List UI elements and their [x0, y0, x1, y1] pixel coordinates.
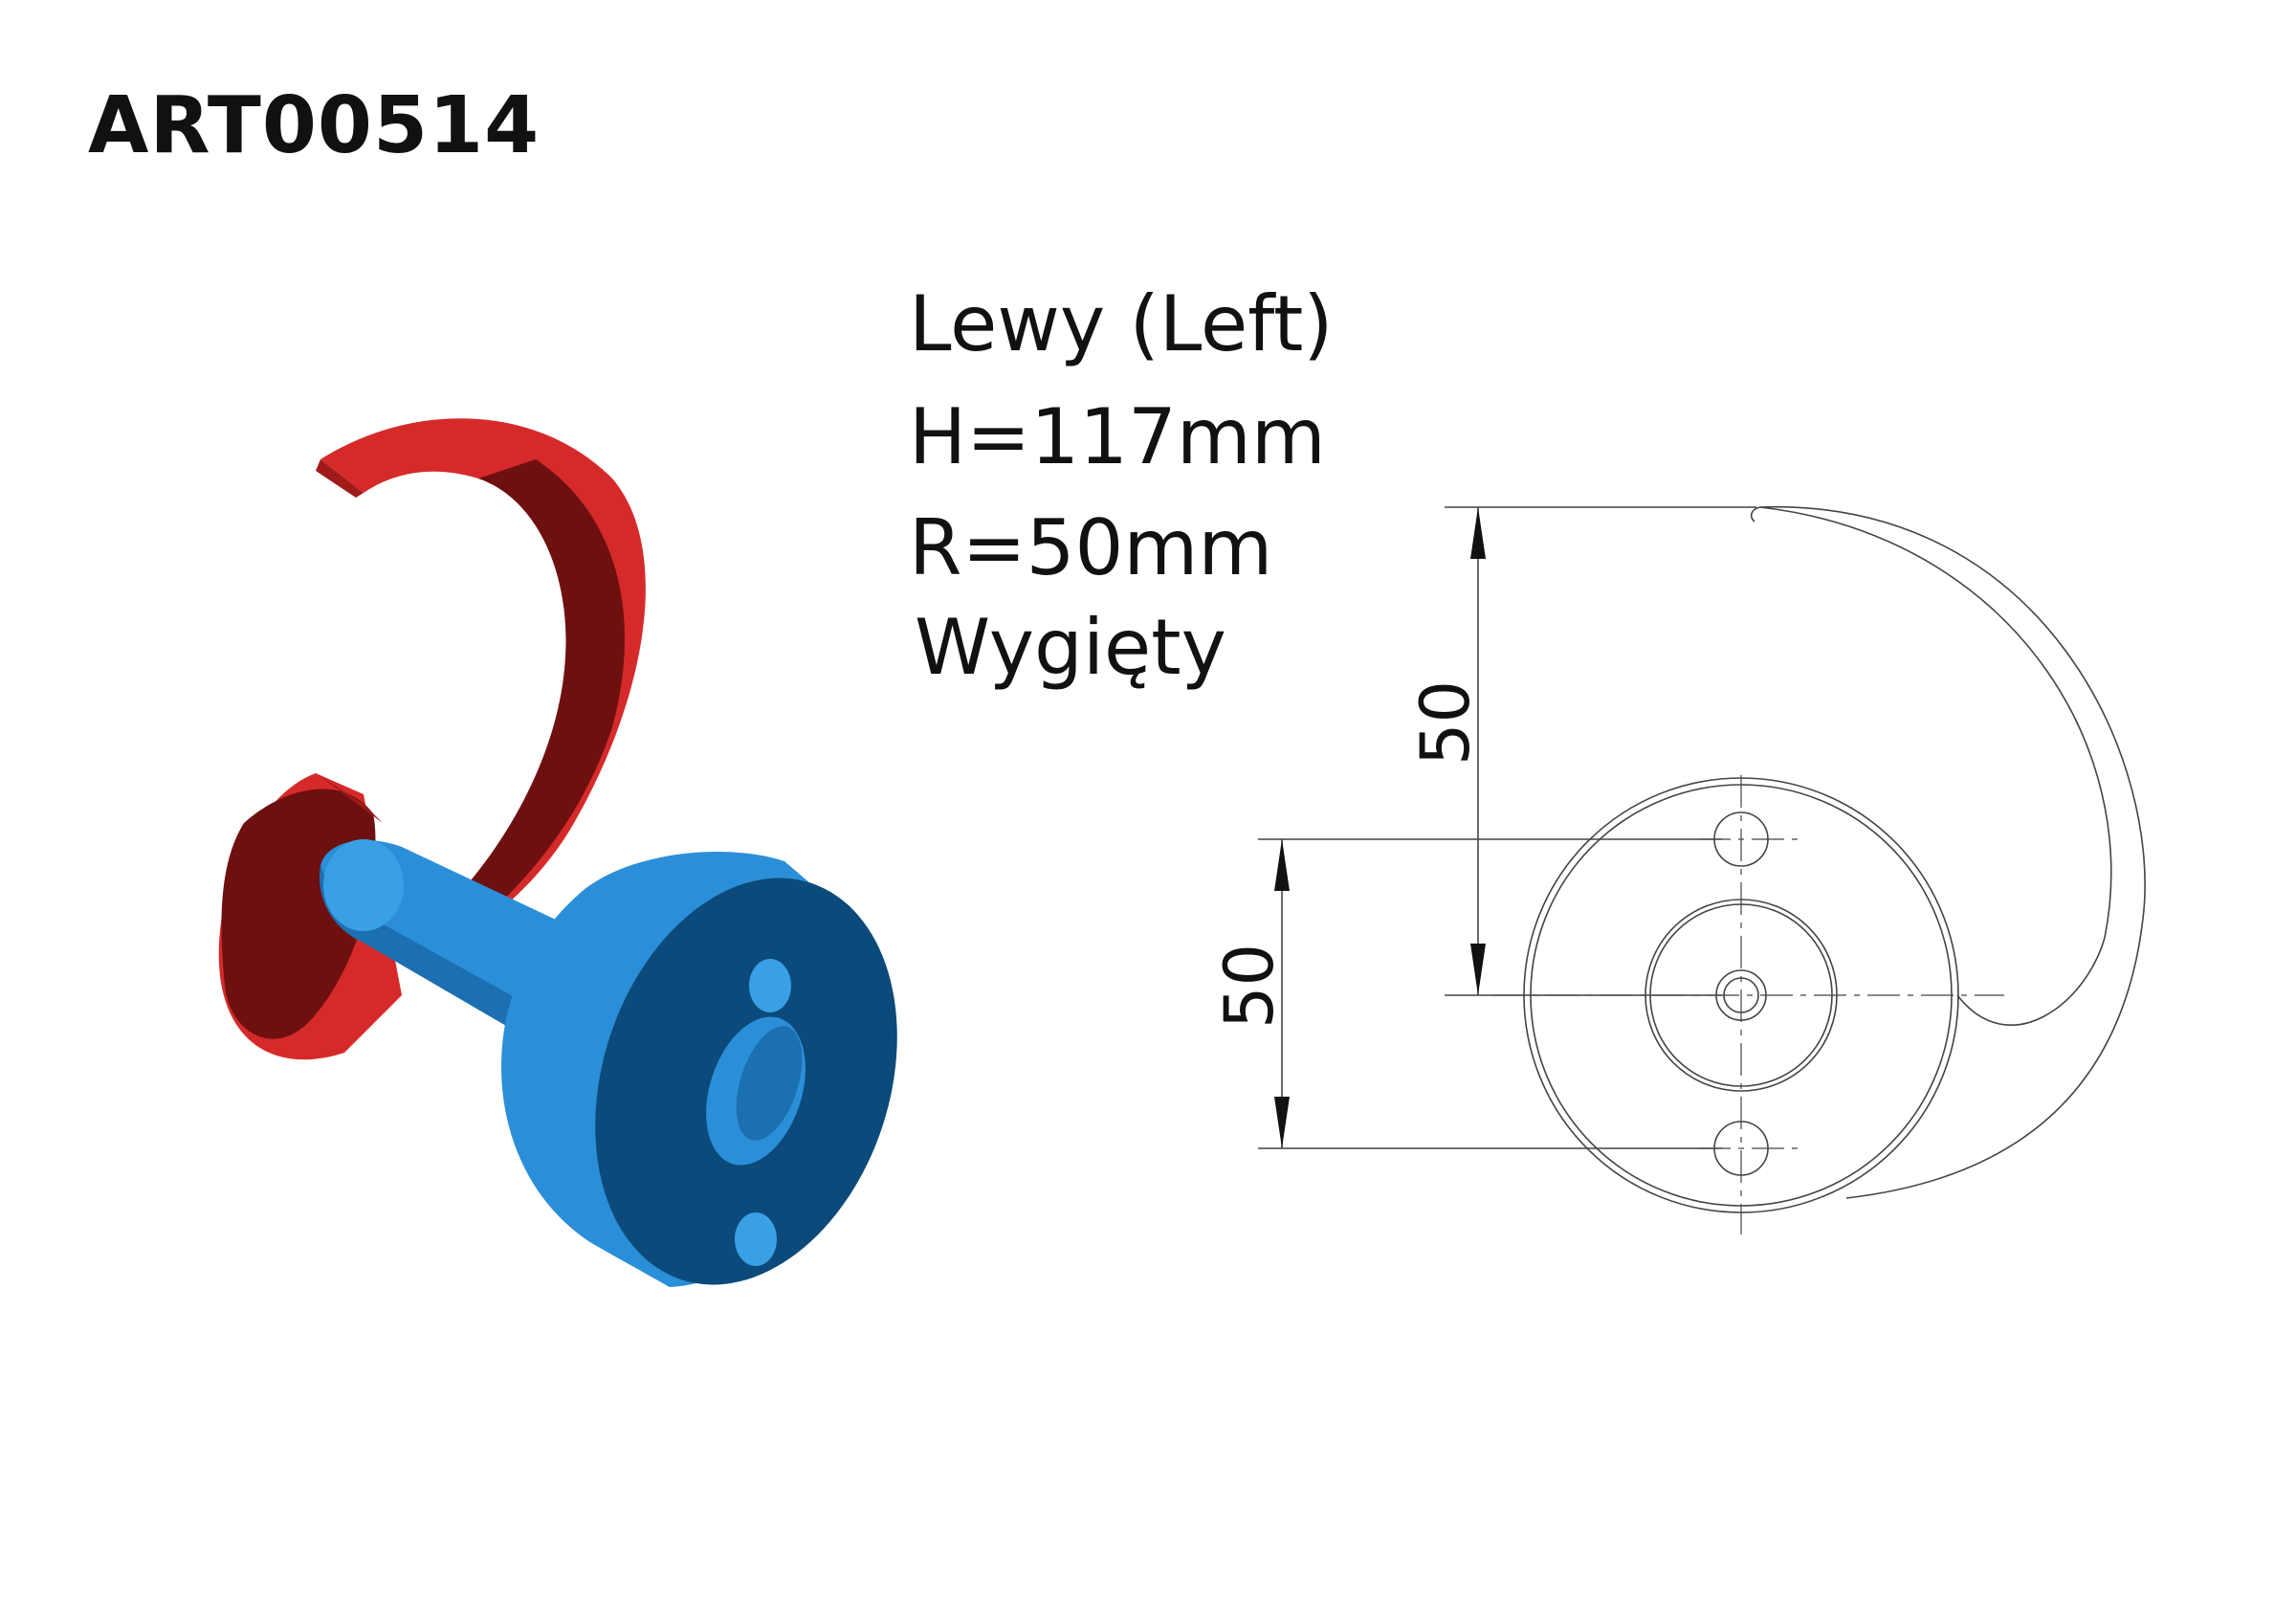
dimension-lower: 50 — [1210, 943, 1289, 1029]
spec-radius: R=50mm — [909, 503, 1273, 592]
spec-note: Wygięty — [915, 603, 1226, 692]
technical-drawing — [1258, 506, 2146, 1234]
dimension-arrows — [1274, 507, 1486, 1148]
dimension-upper: 50 — [1406, 679, 1485, 766]
blade-tip — [1750, 506, 1761, 522]
spec-height: H=117mm — [909, 392, 1326, 481]
hub-flange — [501, 852, 897, 1287]
blade-outer-edge — [1759, 506, 2146, 1199]
article-code: ART00514 — [88, 80, 541, 171]
hub-shaft — [320, 839, 574, 1043]
spec-side: Lewy (Left) — [909, 279, 1334, 368]
hook-blade — [316, 418, 646, 948]
blade-inner-edge — [1759, 506, 2112, 1026]
